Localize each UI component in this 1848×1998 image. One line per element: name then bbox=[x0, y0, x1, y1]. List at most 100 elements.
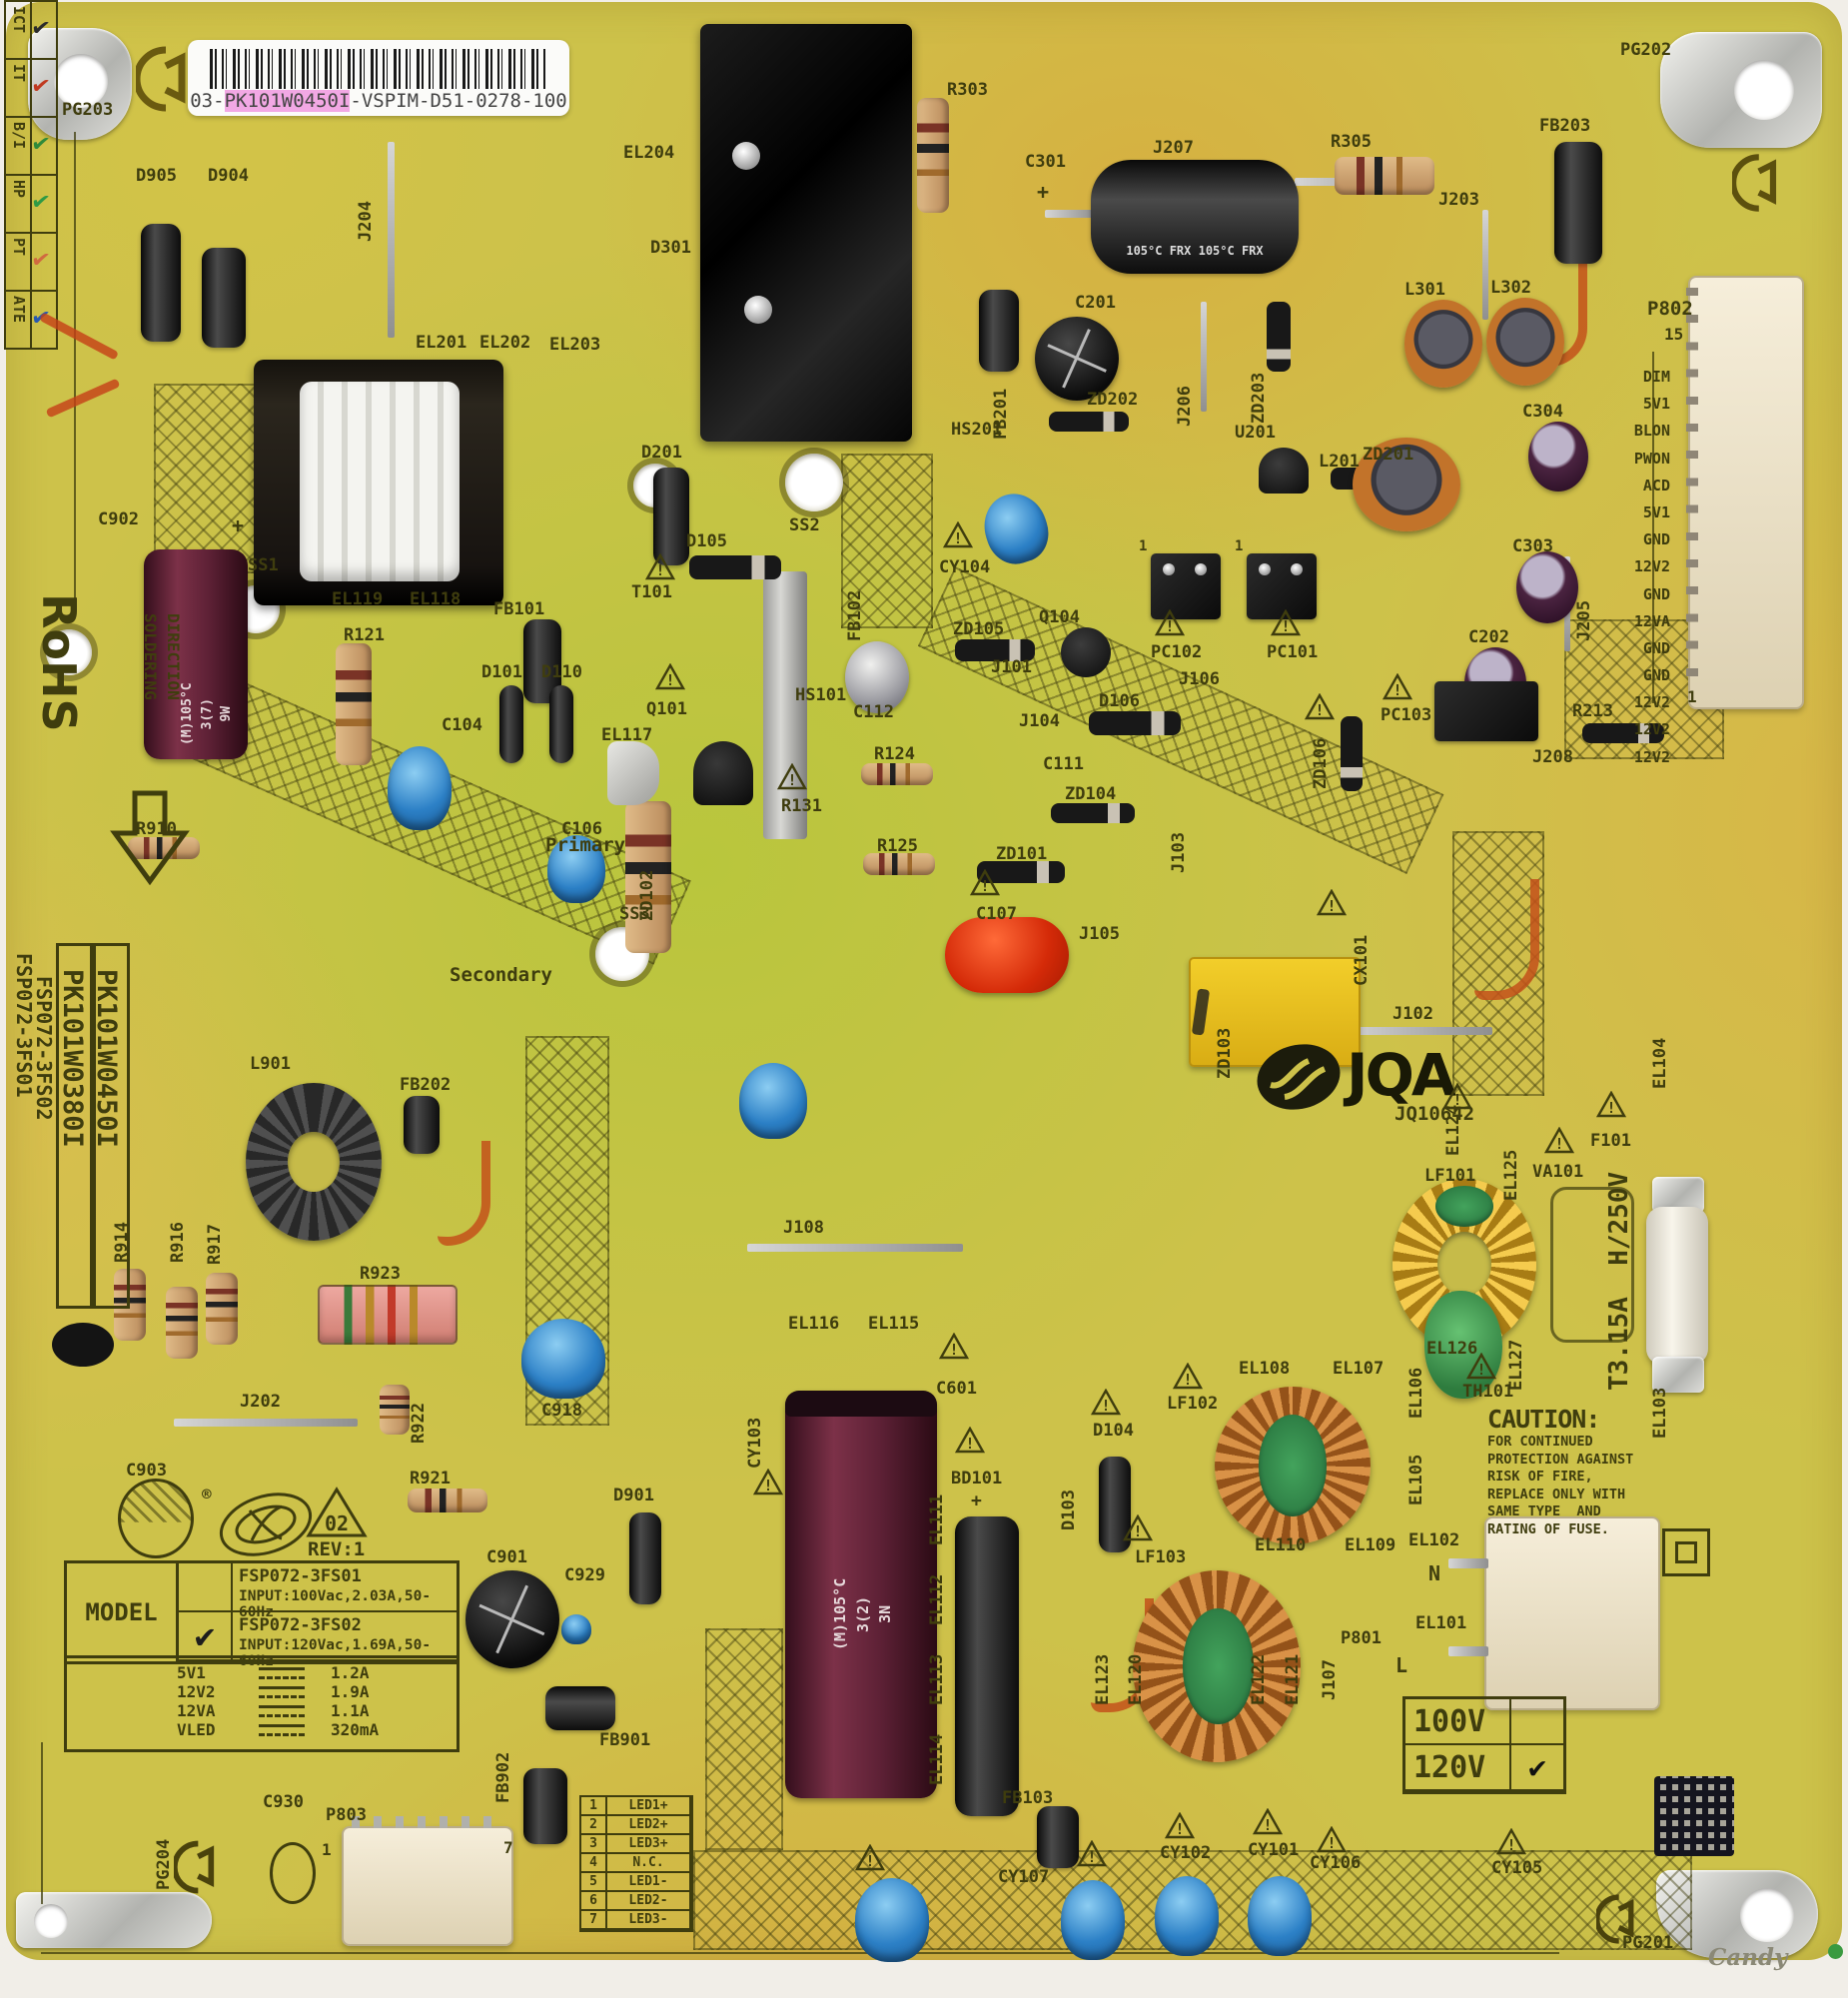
silk-label-el202: EL202 bbox=[479, 333, 531, 353]
silk-label-pc102: PC102 bbox=[1151, 642, 1203, 662]
silk-label-j104: J104 bbox=[1019, 711, 1060, 731]
voltage-option-label: 120V bbox=[1405, 1745, 1511, 1791]
silk-label-j103: J103 bbox=[1169, 832, 1189, 873]
svg-text:!: ! bbox=[1087, 1848, 1096, 1866]
varistor-va101-outline bbox=[1550, 1187, 1634, 1343]
screw bbox=[732, 142, 760, 170]
led-pin-number: 2 bbox=[581, 1816, 607, 1835]
p802-pin-label: GND bbox=[1642, 638, 1670, 657]
jqa-logo-text: JQA bbox=[1347, 1041, 1456, 1109]
silk-label-r921: R921 bbox=[410, 1469, 451, 1489]
ict-row-label: IT bbox=[4, 58, 32, 118]
resistor-r303 bbox=[917, 98, 949, 213]
resistor-r124 bbox=[861, 763, 933, 785]
silk-label-cy107: CY107 bbox=[998, 1867, 1050, 1887]
resistor-r916 bbox=[166, 1287, 198, 1359]
connector-pin bbox=[1448, 1558, 1488, 1568]
rev-triangle-icon: 02 bbox=[306, 1487, 368, 1537]
silk-label-el121: EL121 bbox=[1283, 1653, 1303, 1705]
silk-label-c902: C902 bbox=[98, 509, 139, 529]
silk-label-j107: J107 bbox=[1320, 1659, 1340, 1700]
silk-label-d101: D101 bbox=[481, 662, 522, 682]
silk-label-f101: F101 bbox=[1590, 1131, 1631, 1151]
warning-triangle-icon: ! bbox=[1304, 692, 1336, 724]
silk-label-r125: R125 bbox=[877, 836, 918, 856]
led-pin-number: 5 bbox=[581, 1873, 607, 1892]
diode-zd203 bbox=[1267, 302, 1291, 372]
diode-zd101 bbox=[977, 861, 1065, 883]
lug-hole bbox=[1740, 1888, 1794, 1942]
crosshatch-region bbox=[705, 1628, 783, 1850]
silk-label-ss3: SS3 bbox=[619, 904, 650, 924]
silk-label-c104: C104 bbox=[442, 715, 482, 735]
ict-row-check: ✔ bbox=[30, 232, 58, 292]
capacitor-c902: (M)105°C 3(7) 9W bbox=[144, 549, 248, 759]
silk-label-j204: J204 bbox=[356, 201, 376, 242]
silk-label-d905: D905 bbox=[136, 166, 177, 186]
silk-label-c301: C301 bbox=[1025, 152, 1066, 172]
soldering-direction-text: DIRECTION bbox=[164, 613, 183, 700]
component-c930-outline bbox=[270, 1842, 316, 1904]
capacitor-c112 bbox=[845, 641, 909, 713]
silk-label-1: 1 bbox=[1235, 538, 1244, 554]
silk-label-c111: C111 bbox=[1043, 754, 1084, 774]
silk-label-c929: C929 bbox=[564, 1565, 605, 1585]
barcode-text: 03-PK101W0450I-VSPIM-D51-0278-100 bbox=[188, 90, 569, 112]
silk-label-fb203: FB203 bbox=[1539, 116, 1591, 136]
caution-line: RISK OF FIRE, bbox=[1487, 1469, 1593, 1485]
ground-lug-pg204 bbox=[16, 1892, 212, 1948]
svg-text:!: ! bbox=[1327, 1834, 1336, 1852]
silk-label-j208: J208 bbox=[1532, 747, 1573, 767]
disc-capacitor bbox=[855, 1878, 929, 1962]
svg-text:!: ! bbox=[1315, 701, 1324, 719]
silk-label-d201: D201 bbox=[641, 443, 682, 463]
capacitor-text: (M)105°C 3(7) 9W bbox=[180, 682, 234, 745]
silk-label-el117: EL117 bbox=[601, 725, 653, 745]
silk-label-el106: EL106 bbox=[1406, 1367, 1426, 1419]
silk-label-p803: P803 bbox=[326, 1805, 367, 1825]
part-number-text: FSP072-3FS01 bbox=[12, 953, 36, 1098]
square-symbol bbox=[1662, 1528, 1710, 1576]
warning-triangle-icon: ! bbox=[1154, 608, 1186, 640]
diode-zd104 bbox=[1051, 803, 1135, 823]
part-number-box bbox=[90, 943, 130, 1309]
silk-label-el126: EL126 bbox=[1426, 1339, 1478, 1359]
silk-label-fb901: FB901 bbox=[599, 1730, 651, 1750]
capacitor-c303 bbox=[1516, 551, 1578, 623]
svg-text:!: ! bbox=[1452, 1091, 1461, 1109]
p802-pin-label: ACD bbox=[1642, 476, 1670, 495]
connector-pin bbox=[1448, 1646, 1488, 1656]
green-core bbox=[1258, 1415, 1328, 1516]
silk-label-l: L bbox=[1395, 1653, 1408, 1677]
svg-text:!: ! bbox=[865, 1852, 874, 1870]
silk-label-secondary: Secondary bbox=[450, 964, 552, 986]
soldering-direction-text: SOLDERING bbox=[141, 613, 160, 700]
model-row-check: ✔ bbox=[179, 1612, 233, 1661]
cap-vent-cross bbox=[464, 1570, 560, 1668]
filter-lf102 bbox=[1215, 1387, 1371, 1544]
led-pin-label: LED3+ bbox=[607, 1835, 691, 1854]
resistor-r125 bbox=[863, 853, 935, 875]
silk-label-lf101: LF101 bbox=[1424, 1166, 1476, 1186]
silk-label-zd103: ZD103 bbox=[1215, 1027, 1235, 1079]
capacitor-c304 bbox=[1528, 422, 1588, 492]
lug-hole bbox=[1734, 60, 1794, 120]
silk-line bbox=[41, 1952, 1559, 1954]
voltage-option-check bbox=[1511, 1699, 1563, 1745]
diode-d110 bbox=[549, 685, 573, 763]
part-number-box bbox=[56, 943, 96, 1309]
silk-label-d105: D105 bbox=[686, 531, 727, 551]
silk-label-q104: Q104 bbox=[1039, 607, 1080, 627]
resistor-r305 bbox=[1335, 157, 1434, 195]
silk-label-el104: EL104 bbox=[1650, 1037, 1670, 1089]
p802-pin-label: BLON bbox=[1633, 422, 1670, 441]
silk-label-el201: EL201 bbox=[416, 333, 467, 353]
ground-lug-pg203 bbox=[28, 28, 132, 140]
silk-label-el125: EL125 bbox=[1501, 1149, 1521, 1201]
silk-label-cy106: CY106 bbox=[1310, 1853, 1362, 1873]
resistor-r917 bbox=[206, 1273, 238, 1345]
handwritten-note: Candy bbox=[1708, 1944, 1788, 1971]
model-row-check bbox=[179, 1563, 233, 1612]
